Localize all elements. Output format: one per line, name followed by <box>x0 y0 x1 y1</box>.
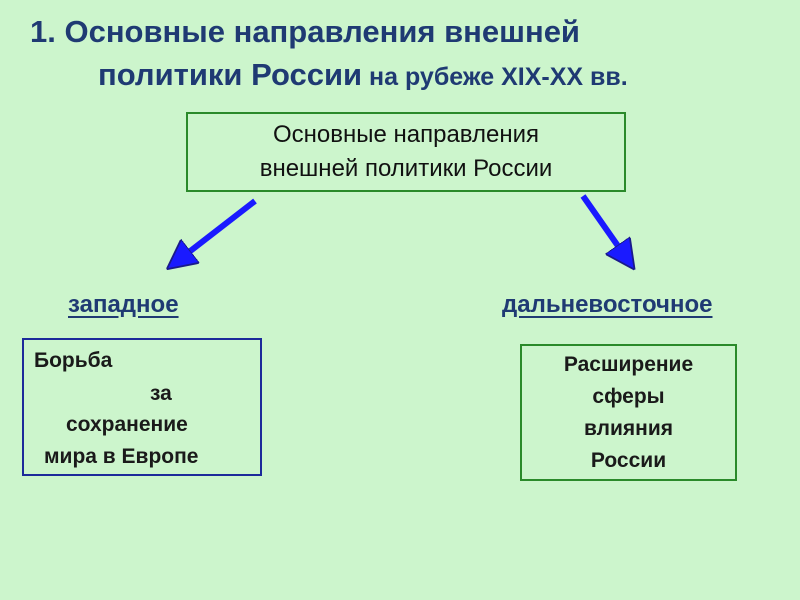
slide-title-main: политики России <box>98 57 363 92</box>
slide-title-line1: 1. Основные направления внешней <box>30 14 580 49</box>
east-text-line: влияния <box>584 416 673 440</box>
slide-title-line2: политики России на рубеже XIX-XX вв. <box>30 52 790 99</box>
branch-label-west: западное <box>68 291 179 318</box>
slide-title-suffix: на рубеже XIX-XX вв. <box>362 63 628 91</box>
branch-box-west: Борьба за сохранение мира в Европе <box>22 338 262 476</box>
west-text-line: Борьба <box>34 349 113 372</box>
branch-label-east: дальневосточное <box>502 291 713 318</box>
root-node-line1: Основные направления <box>272 121 540 148</box>
branch-box-east: Расширение сферы влияния России <box>520 344 737 481</box>
east-text-line: сферы <box>592 384 665 408</box>
arrow-to-west <box>180 198 257 259</box>
east-text-line: Расширение <box>563 352 694 376</box>
west-text-line: мира в Европе <box>44 445 199 468</box>
root-node-line2: внешней политики России <box>259 155 553 182</box>
slide-title: 1. Основные направления внешней политики… <box>30 12 790 99</box>
west-text-line: сохранение <box>66 413 188 436</box>
arrow-to-east <box>580 194 625 256</box>
west-text-line: за <box>150 382 172 405</box>
root-node: Основные направления внешней политики Ро… <box>186 112 626 192</box>
east-text-line: России <box>590 448 667 472</box>
